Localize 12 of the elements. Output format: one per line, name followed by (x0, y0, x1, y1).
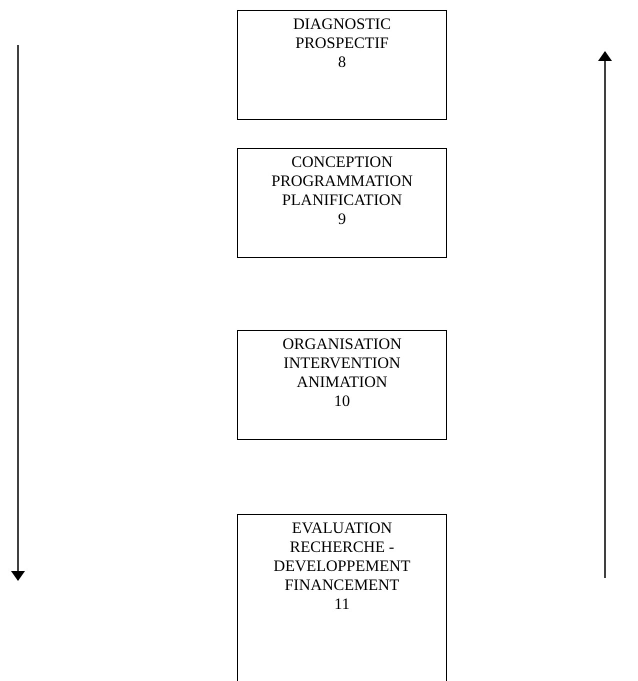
stage-title: ORGANISATION INTERVENTION ANIMATION (281, 335, 403, 392)
stage-title: DIAGNOSTIC PROSPECTIF (292, 15, 392, 53)
stage-box (237, 330, 447, 440)
stage-box (237, 148, 447, 258)
stage-number: 11 (333, 595, 351, 614)
stage-number: 8 (337, 53, 347, 72)
stage-number: 9 (337, 210, 347, 229)
stage-box (237, 10, 447, 120)
stage-title: EVALUATION RECHERCHE - DEVELOPPEMENT FINANCEMENT (272, 519, 412, 595)
stage-number: 10 (333, 392, 351, 411)
stage-title: CONCEPTION PROGRAMMATION PLANIFICATION (270, 153, 414, 210)
stage-box (237, 514, 447, 681)
